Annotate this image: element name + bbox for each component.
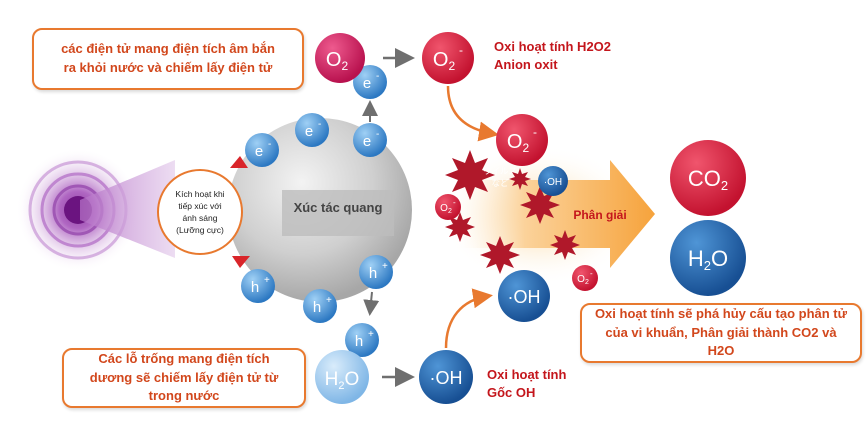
- o2-anion: O2 -: [422, 32, 474, 84]
- svg-text:h: h: [251, 279, 259, 296]
- svg-text:-: -: [376, 129, 379, 140]
- o2-anion: O2 -: [496, 114, 548, 166]
- svg-text:O2: O2: [433, 49, 456, 73]
- virus: [480, 236, 520, 274]
- catalyst-label: Xúc tác quang: [294, 200, 383, 215]
- hole: h +: [359, 255, 393, 289]
- svg-text:e: e: [363, 133, 371, 150]
- h2o-product: H2O: [670, 220, 746, 296]
- co2-product: CO2: [670, 140, 746, 216]
- svg-text:e: e: [363, 75, 371, 92]
- oh-label-line-2: Gốc OH: [487, 385, 536, 401]
- h2o-molecule: H2O: [315, 350, 369, 404]
- svg-text:-: -: [376, 71, 379, 82]
- activation-circle: [157, 169, 243, 255]
- oh-radical: ·OH: [498, 270, 550, 322]
- svg-text:H2O: H2O: [688, 246, 728, 273]
- svg-text:+: +: [368, 329, 374, 340]
- oh-label-line-1: Oxi hoạt tính: [487, 367, 567, 382]
- anion-label: Oxi hoạt tính H2O2 Anion oxit: [494, 38, 611, 74]
- svg-text:O2: O2: [507, 131, 530, 155]
- dipole-pointer-top: [230, 156, 248, 168]
- oh-radical-small: ·OH: [538, 166, 568, 196]
- svg-text:·OH: ·OH: [430, 368, 463, 388]
- svg-text:H2O: H2O: [325, 369, 360, 392]
- svg-text:+: +: [264, 275, 270, 286]
- anion-curve-arrow: [446, 85, 499, 142]
- result-explanation-text: Oxi hoạt tính sẽ phá hủy cấu tạo phân tử…: [594, 305, 848, 359]
- electron-explanation-box: các điện tử mang điện tích âm bắn ra khỏ…: [32, 28, 304, 90]
- hole-explanation-text: Các lỗ trống mang điện tích dương sẽ chi…: [89, 350, 279, 404]
- hole: h +: [303, 289, 337, 323]
- svg-text:CO2: CO2: [688, 166, 728, 193]
- svg-text:·OH: ·OH: [508, 287, 541, 307]
- svg-text:h: h: [313, 299, 321, 316]
- electron: e -: [245, 133, 279, 167]
- hole: h +: [345, 323, 379, 357]
- o2-anion-small: O2 -: [572, 265, 598, 291]
- electron: e -: [295, 113, 329, 147]
- decompose-label: Phân giải: [573, 208, 626, 222]
- svg-text:-: -: [318, 119, 321, 130]
- dipole-pointer-bottom: [232, 256, 250, 268]
- oh-radical: ·OH: [419, 350, 473, 404]
- anion-label-line-2: Anion oxit: [494, 57, 558, 73]
- catalyst-label-box: [282, 190, 394, 236]
- svg-text:-: -: [590, 269, 593, 278]
- hole-down-arrow: [363, 291, 380, 316]
- light-beam: [80, 160, 175, 258]
- virus: [445, 212, 475, 242]
- electron: e -: [353, 123, 387, 157]
- svg-text:-: -: [533, 125, 537, 139]
- virus-label-1: ウイルス: [483, 166, 517, 176]
- electron: e -: [353, 65, 387, 99]
- svg-text:O2: O2: [440, 203, 452, 215]
- hole: h +: [241, 269, 275, 303]
- oh-curve-arrow: [444, 288, 493, 349]
- o2-anion-small: O2 -: [435, 194, 461, 220]
- electron-explanation-text: các điện tử mang điện tích âm bắn ra khỏ…: [61, 41, 275, 75]
- svg-text:h: h: [355, 333, 363, 350]
- hole-explanation-box: Các lỗ trống mang điện tích dương sẽ chi…: [62, 348, 306, 408]
- decompose-arrow: [455, 160, 655, 268]
- activation-line-2: tiếp xúc với: [178, 201, 221, 211]
- svg-text:·OH: ·OH: [544, 177, 562, 188]
- svg-text:+: +: [326, 295, 332, 306]
- o2-molecule: O2: [315, 33, 365, 83]
- svg-text:-: -: [268, 139, 271, 150]
- svg-text:O2: O2: [326, 49, 349, 73]
- activation-line-1: Kích hoạt khi: [175, 189, 224, 199]
- activation-line-4: (Lưỡng cực): [176, 225, 224, 235]
- svg-text:h: h: [369, 265, 377, 282]
- result-explanation-box: Oxi hoạt tính sẽ phá hủy cấu tạo phân tử…: [580, 303, 862, 363]
- svg-text:e: e: [255, 143, 263, 160]
- svg-text:-: -: [459, 43, 463, 57]
- svg-text:+: +: [382, 261, 388, 272]
- activation-line-3: ánh sáng: [183, 213, 218, 223]
- virus: [509, 168, 531, 190]
- anion-label-line-1: Oxi hoạt tính H2O2: [494, 39, 612, 54]
- svg-text:e: e: [305, 123, 313, 140]
- svg-text:-: -: [453, 198, 456, 207]
- virus-label-2: など: [491, 178, 509, 188]
- virus: [550, 230, 580, 260]
- virus: [445, 150, 495, 200]
- svg-text:O2: O2: [577, 274, 589, 286]
- oh-label: Oxi hoạt tính Gốc OH: [487, 366, 566, 402]
